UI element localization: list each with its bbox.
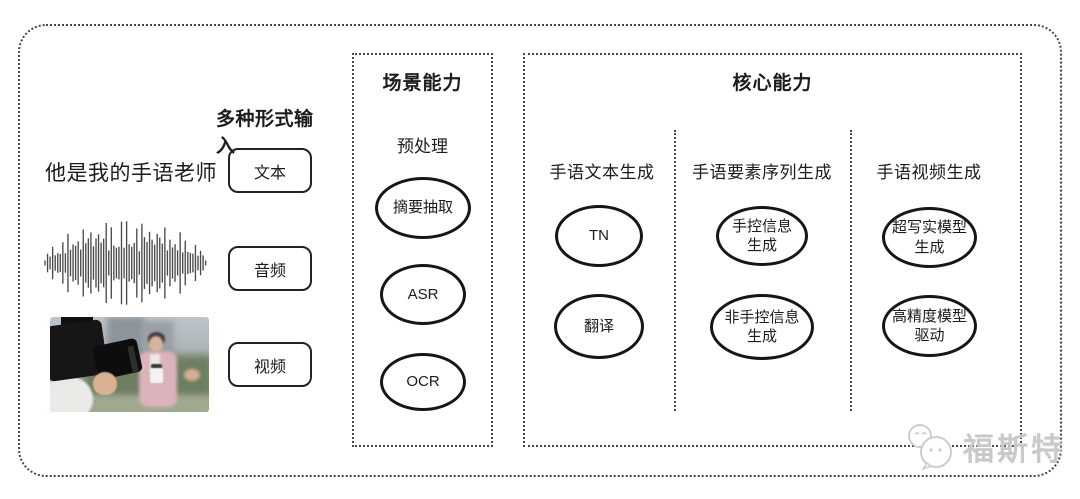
node-summary-extraction: 摘要抽取 [375,177,471,239]
watermark-logo-icon [908,424,952,471]
photo-microphone-head [150,363,162,369]
column-divider [674,130,676,411]
photo-reporter-face [149,336,164,352]
node-hyperrealistic-model-generation: 超写实模型 生成 [882,207,977,268]
node-ocr: OCR [380,353,466,411]
scene-capability-box: 场景能力 预处理 摘要抽取 ASR OCR [352,53,493,447]
core-capability-box: 核心能力 手语文本生成 TN 翻译 手语要素序列生成 手控信息 生成 非手控信息… [523,53,1022,447]
preprocess-label: 预处理 [397,137,448,156]
node-non-manual-info-generation: 非手控信息 生成 [710,294,814,360]
video-thumbnail-image [50,317,209,412]
input-type-video-node: 视频 [228,342,312,387]
core-box-title: 核心能力 [732,73,813,94]
node-asr: ASR [380,264,466,325]
diagram-outer-border [18,24,1062,477]
photo-cameraman-shoulder [50,375,93,412]
photo-microphone-flag [150,368,164,384]
column-header-sign-text-generation: 手语文本生成 [549,163,655,182]
sample-sentence-text: 他是我的手语老师 [45,162,217,185]
input-type-text-node: 文本 [228,148,312,193]
photo-reporter-hand [183,369,200,382]
node-manual-info-generation: 手控信息 生成 [716,206,808,266]
node-translation: 翻译 [554,294,644,359]
audio-waveform-image [44,221,207,305]
watermark-text: 福斯特 [963,431,1065,467]
column-header-sign-element-sequence-generation: 手语要素序列生成 [692,163,832,182]
input-type-text-label: 文本 [253,164,286,182]
node-tn: TN [555,205,643,267]
watermark: 福斯特 [903,421,1065,471]
input-type-audio-node: 音频 [228,246,312,291]
input-type-audio-label: 音频 [253,262,286,280]
column-divider [850,130,852,411]
node-high-precision-model-driving: 高精度模型 驱动 [882,295,977,357]
scene-box-title: 场景能力 [382,73,463,94]
column-header-sign-video-generation: 手语视频生成 [876,163,982,182]
photo-cameraman-hand [92,372,117,395]
input-type-video-label: 视频 [253,358,286,376]
photo-reporter-shirt [150,354,161,373]
